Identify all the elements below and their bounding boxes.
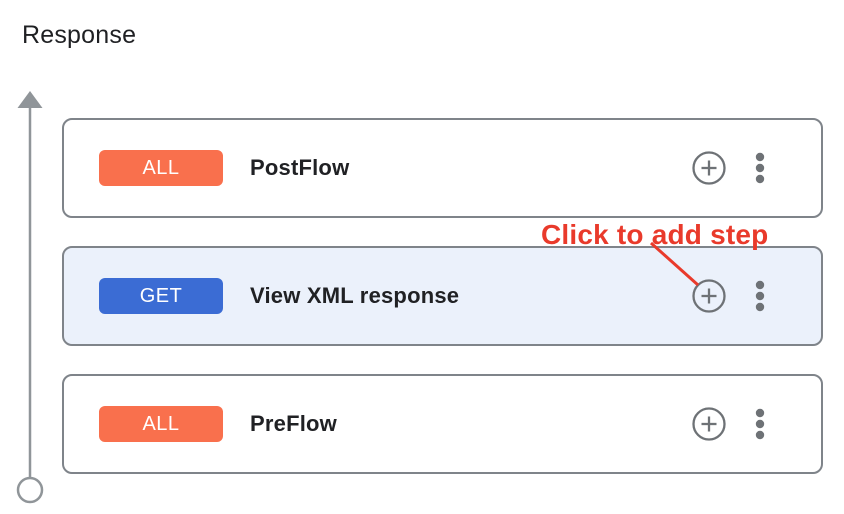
card-title: View XML response <box>250 283 460 308</box>
flow-direction-rail <box>16 91 44 504</box>
add-step-button[interactable] <box>691 150 727 186</box>
method-badge: ALL <box>99 406 223 442</box>
annotation-click-to-add-step: Click to add step <box>541 219 769 250</box>
add-circle-icon <box>692 279 726 313</box>
card-title: PreFlow <box>250 411 337 436</box>
card-actions <box>691 278 765 314</box>
add-step-button[interactable] <box>691 406 727 442</box>
more-menu-button[interactable] <box>755 407 765 441</box>
method-badge: ALL <box>99 150 223 186</box>
kebab-menu-icon <box>755 280 765 312</box>
add-circle-icon <box>692 151 726 185</box>
section-title: Response <box>22 21 137 49</box>
add-circle-icon <box>692 407 726 441</box>
more-menu-button[interactable] <box>755 151 765 185</box>
flow-card-view-xml-response[interactable]: GET View XML response <box>62 246 823 346</box>
kebab-menu-icon <box>755 408 765 440</box>
more-menu-button[interactable] <box>755 279 765 313</box>
kebab-menu-icon <box>755 152 765 184</box>
up-arrow-icon <box>17 91 43 108</box>
card-actions <box>691 150 765 186</box>
rail-end-circle <box>16 476 44 504</box>
card-title: PostFlow <box>250 155 350 180</box>
response-flow-list: ALL PostFlow GET View XML response <box>62 118 823 474</box>
flow-card-preflow[interactable]: ALL PreFlow <box>62 374 823 474</box>
card-actions <box>691 406 765 442</box>
add-step-button[interactable] <box>691 278 727 314</box>
flow-card-postflow[interactable]: ALL PostFlow <box>62 118 823 218</box>
method-badge: GET <box>99 278 223 314</box>
